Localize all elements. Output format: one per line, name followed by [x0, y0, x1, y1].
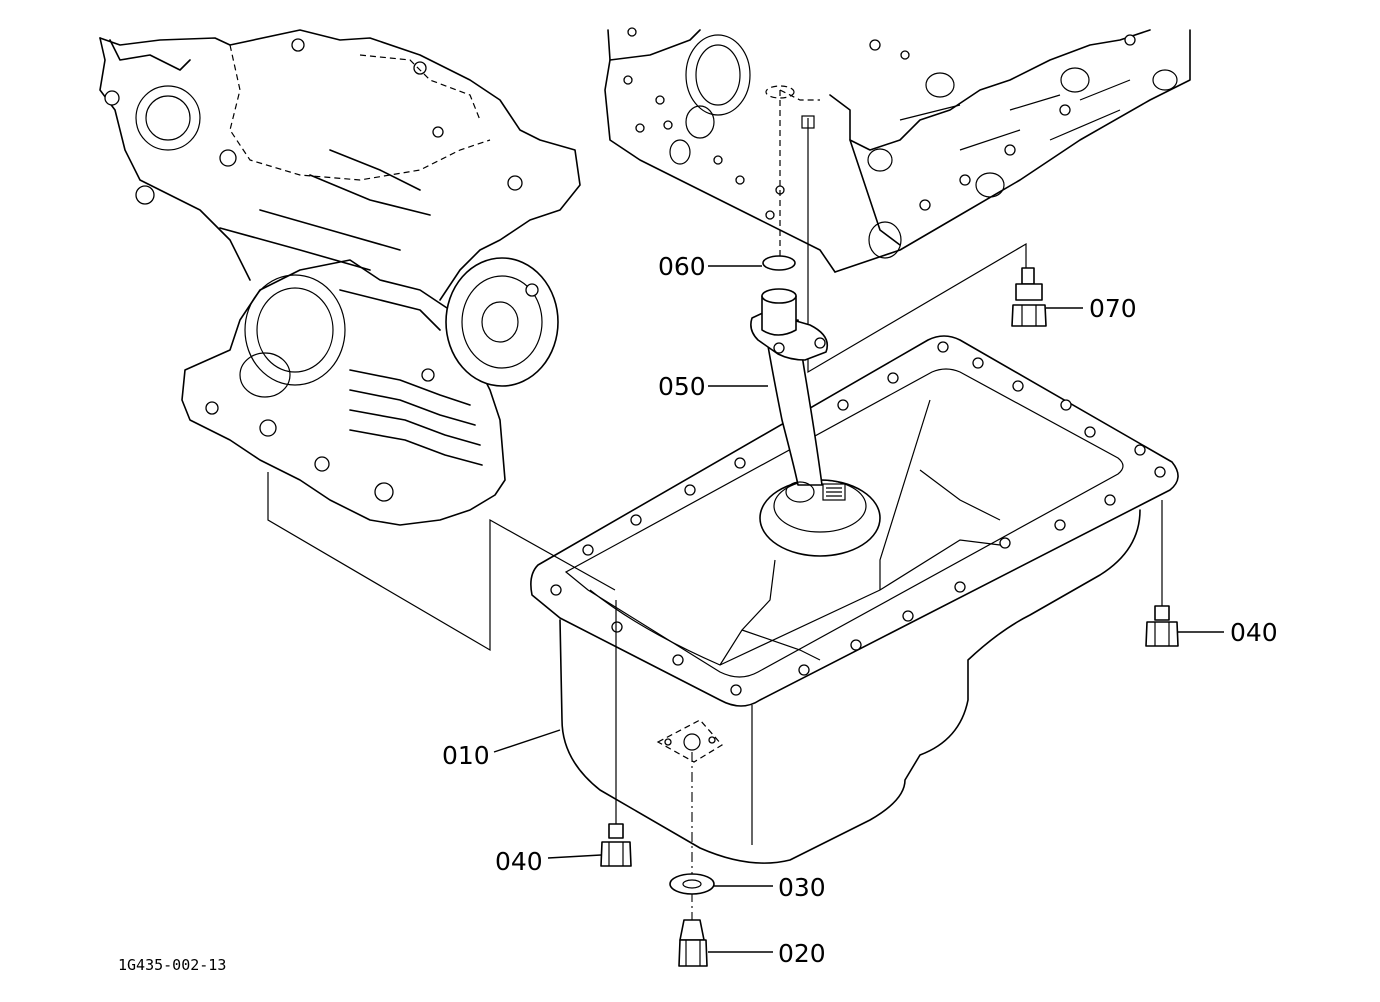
- o-ring: [762, 255, 796, 271]
- gear-case-housing: [99, 29, 616, 652]
- oil-pan-bolt-holes: [550, 341, 1166, 696]
- callout-060: 060: [658, 252, 706, 281]
- callout-040-right: 040: [1230, 618, 1278, 647]
- nut-right: [1145, 500, 1179, 647]
- oil-strainer: [750, 288, 881, 557]
- callout-030: 030: [778, 873, 826, 902]
- drawing-id: 1G435-002-13: [118, 956, 226, 974]
- drain-plug: [678, 919, 708, 967]
- callout-070: 070: [1089, 294, 1137, 323]
- cylinder-block: [604, 27, 1191, 374]
- oil-pan: [530, 335, 1179, 864]
- callout-010: 010: [442, 741, 490, 770]
- callout-050: 050: [658, 372, 706, 401]
- drain-washer: [669, 873, 715, 895]
- callout-020: 020: [778, 939, 826, 968]
- stud-bolt: [1011, 267, 1047, 327]
- nut-left: [600, 600, 632, 867]
- callout-040-left: 040: [495, 847, 543, 876]
